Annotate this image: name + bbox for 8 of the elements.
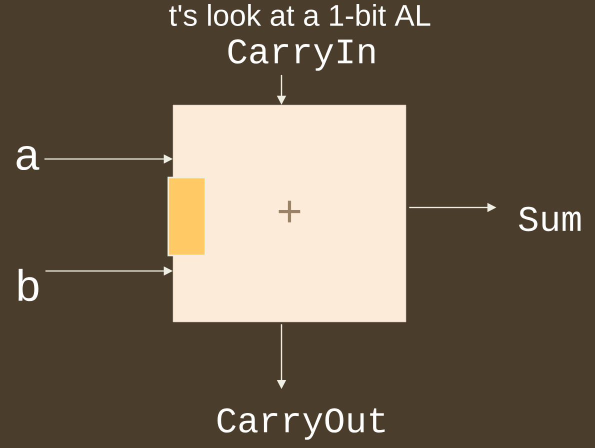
title: t's look at a 1-bit AL bbox=[169, 4, 430, 26]
input-block bbox=[168, 176, 206, 256]
signal-label: b bbox=[18, 268, 38, 302]
adder-box: + bbox=[172, 104, 406, 322]
signal-label: a bbox=[16, 146, 40, 170]
signal-label: CarryOut bbox=[218, 408, 385, 440]
signal-label: CarryIn bbox=[228, 39, 374, 71]
signal-label: Sum bbox=[519, 206, 581, 232]
